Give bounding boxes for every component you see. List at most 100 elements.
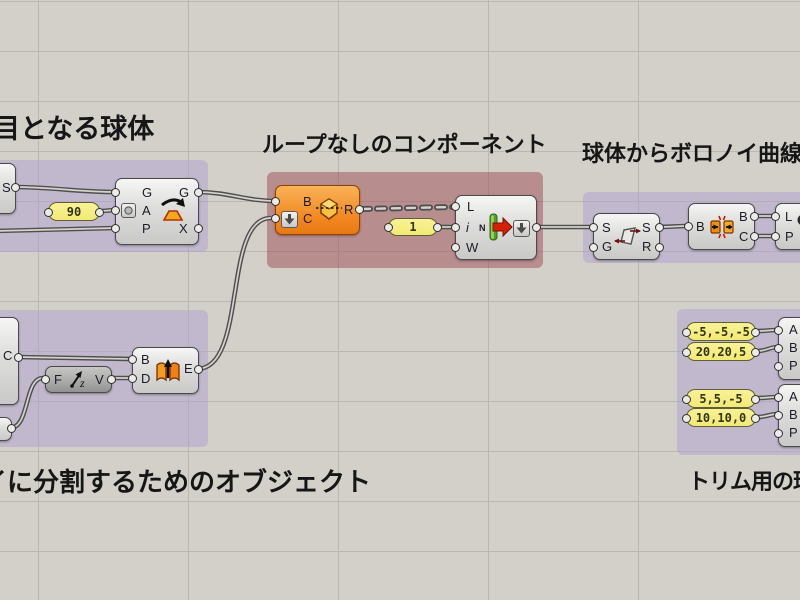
input-nub[interactable] [774, 344, 783, 353]
value-panel-box2-a[interactable]: 5,5,-5 [682, 389, 760, 408]
input-nub[interactable] [41, 375, 50, 384]
cell-arrows-icon [612, 222, 642, 252]
input-nub[interactable] [684, 222, 693, 231]
component-rotate[interactable]: G A P G X [111, 178, 203, 245]
output-nub[interactable] [532, 223, 541, 232]
input-nub[interactable] [774, 326, 783, 335]
input-nub[interactable] [771, 212, 780, 221]
degrees-toggle-button[interactable] [121, 203, 136, 218]
port-label: B [141, 352, 150, 367]
input-nub[interactable] [451, 202, 460, 211]
component-extrude[interactable]: B D E [128, 347, 203, 394]
input-nub[interactable] [682, 328, 691, 337]
input-nub[interactable] [774, 411, 783, 420]
svg-text:z: z [79, 376, 85, 390]
input-nub[interactable] [682, 348, 691, 357]
panel-value: 10,10,0 [695, 410, 747, 425]
group-title-seam-sphere: 継目となる球体 [0, 114, 155, 144]
output-nub[interactable] [433, 223, 442, 232]
input-nub[interactable] [451, 223, 460, 232]
output-nub[interactable] [751, 328, 760, 337]
component-edge-small[interactable] [0, 417, 16, 441]
output-nub[interactable] [751, 395, 760, 404]
component-voronoi-cell[interactable]: S G S R [589, 213, 664, 260]
down-arrow-icon [284, 214, 295, 225]
value-panel-index[interactable]: 1 [384, 218, 442, 236]
input-nub[interactable] [451, 243, 460, 252]
simplify-button[interactable] [513, 220, 530, 237]
output-nub[interactable] [194, 188, 203, 197]
component-collision[interactable]: B B C [684, 203, 759, 250]
component-box-1[interactable]: A B P [774, 317, 800, 380]
input-nub[interactable] [128, 374, 137, 383]
component-edge-top[interactable]: S [0, 163, 20, 214]
component-box-2[interactable]: A B P [774, 384, 800, 447]
output-nub[interactable] [7, 424, 16, 433]
component-edge-tall[interactable]: C [0, 317, 23, 405]
collision-icon [708, 214, 736, 240]
output-nub[interactable] [750, 212, 759, 221]
port-label: G [602, 239, 613, 254]
port-label: S [642, 220, 651, 235]
dashed-wire[interactable] [359, 204, 455, 212]
input-nub[interactable] [271, 214, 280, 223]
wire[interactable] [0, 184, 779, 431]
output-nub[interactable] [355, 205, 364, 214]
extrude-icon [154, 357, 182, 383]
input-nub[interactable] [111, 224, 120, 233]
icon-letter: N [479, 223, 486, 233]
input-nub[interactable] [44, 208, 53, 217]
output-nub[interactable] [194, 224, 203, 233]
port-label: E [184, 361, 193, 376]
port-label: X [179, 221, 188, 236]
input-nub[interactable] [271, 197, 280, 206]
input-nub[interactable] [682, 414, 691, 423]
port-label: B [696, 219, 705, 234]
port-label: B [739, 209, 748, 224]
input-nub[interactable] [682, 395, 691, 404]
value-panel-box2-b[interactable]: 10,10,0 [682, 408, 760, 427]
input-nub[interactable] [128, 355, 137, 364]
output-nub[interactable] [95, 208, 104, 217]
port-label: W [466, 240, 479, 255]
output-nub[interactable] [11, 183, 20, 192]
output-nub[interactable] [194, 365, 203, 374]
value-panel-angle[interactable]: 90 [44, 202, 104, 221]
input-nub[interactable] [774, 393, 783, 402]
output-nub[interactable] [751, 414, 760, 423]
input-nub[interactable] [384, 223, 393, 232]
output-nub[interactable] [750, 232, 759, 241]
component-right-edge[interactable]: L P [771, 203, 800, 250]
clipped-char: 球 [793, 469, 800, 494]
input-nub[interactable] [774, 429, 783, 438]
port-label: F [54, 372, 62, 387]
output-nub[interactable] [14, 353, 23, 362]
clipped-char: イ [0, 468, 7, 497]
solid-intersection-icon [315, 196, 343, 222]
input-nub[interactable] [589, 243, 598, 252]
component-unit-z[interactable]: F V z [41, 366, 116, 393]
input-nub[interactable] [111, 188, 120, 197]
panel-value: 90 [66, 204, 82, 219]
output-nub[interactable] [751, 348, 760, 357]
input-nub[interactable] [589, 223, 598, 232]
input-nub[interactable] [111, 206, 120, 215]
port-label: C [3, 348, 13, 363]
port-label: P [789, 425, 798, 440]
port-label: G [179, 185, 190, 200]
output-nub[interactable] [107, 375, 116, 384]
input-nub[interactable] [771, 232, 780, 241]
output-nub[interactable] [655, 243, 664, 252]
value-panel-box1-a[interactable]: -5,-5,-5 [682, 322, 760, 341]
group-title-no-loop: ループなしのコンポーネント [262, 132, 547, 157]
value-panel-box1-b[interactable]: 20,20,5 [682, 342, 760, 361]
port-label: C [303, 211, 313, 226]
flatten-button[interactable] [281, 211, 298, 228]
output-nub[interactable] [655, 223, 664, 232]
rotate-icon [156, 194, 190, 224]
component-solid-intersection[interactable]: B C R [271, 185, 364, 235]
input-nub[interactable] [774, 362, 783, 371]
component-list-item[interactable]: L i W N i [451, 195, 541, 260]
